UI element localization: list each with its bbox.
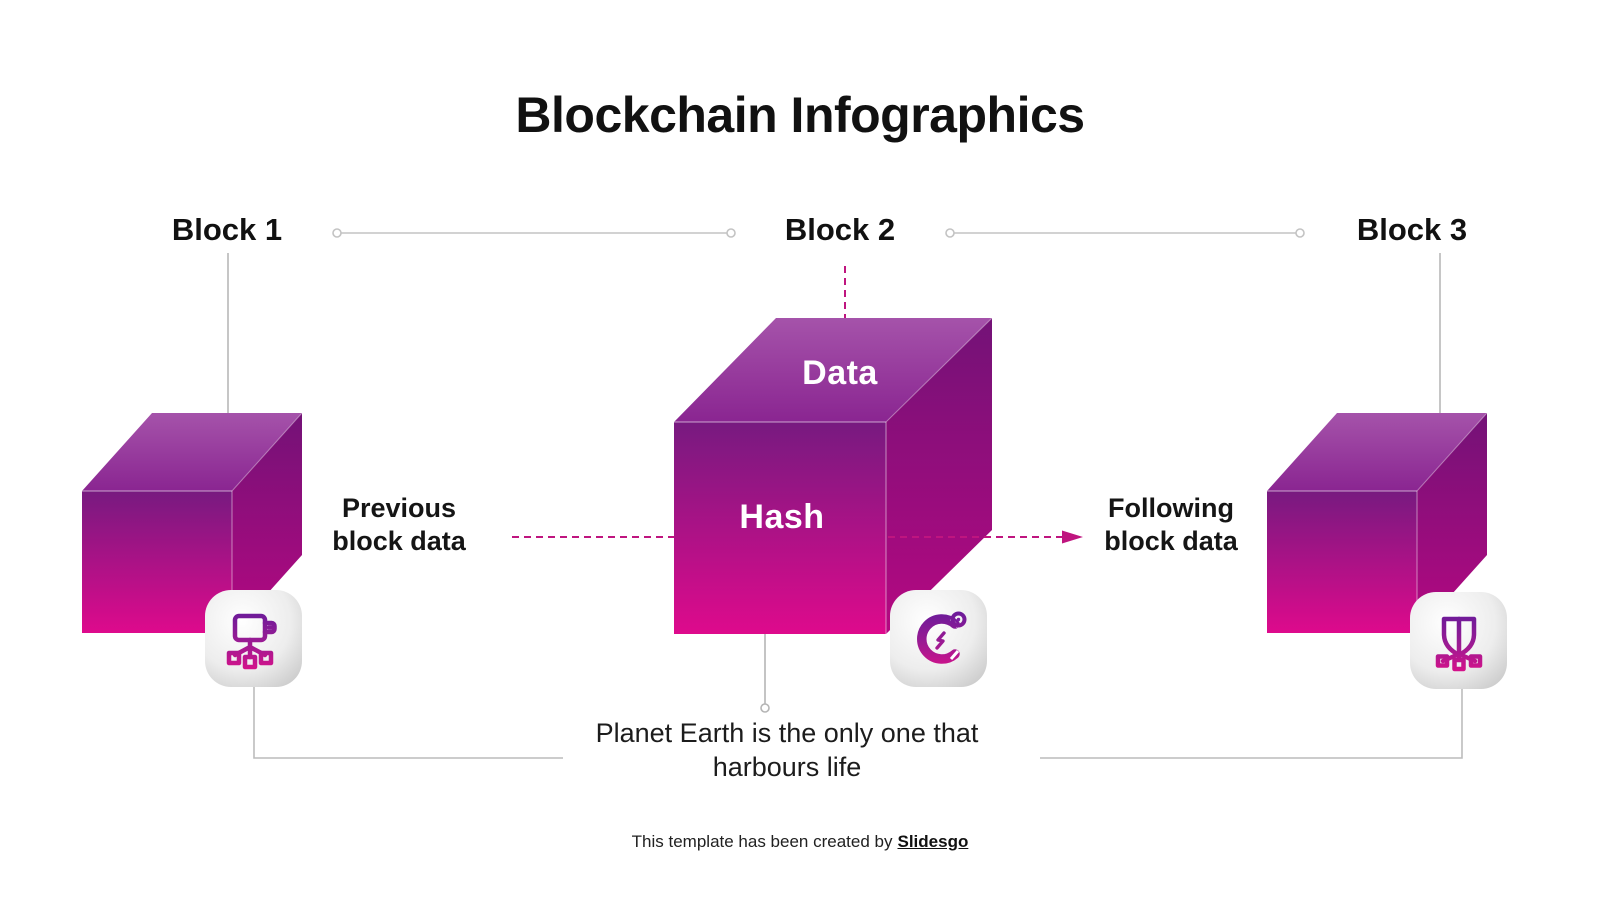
block1-icon-tile xyxy=(205,590,302,687)
block1-block2-connector xyxy=(332,228,736,238)
cube-hash-label: Hash xyxy=(739,498,825,536)
page-title: Blockchain Infographics xyxy=(515,87,1085,143)
previous-block-data-label: Previous block data xyxy=(332,493,466,556)
slidesgo-link[interactable]: Slidesgo xyxy=(897,832,969,851)
block2-label: Block 2 xyxy=(784,212,896,247)
caption-text: Planet Earth is the only one that harbou… xyxy=(595,718,979,782)
block3-icon-tile xyxy=(1410,592,1507,689)
wallet-network-icon xyxy=(226,613,277,669)
block1-cube xyxy=(82,413,302,633)
following-block-data-label: Following block data xyxy=(1104,493,1238,556)
magnet-coin-icon xyxy=(916,611,966,664)
cube-caption-connector xyxy=(760,633,770,713)
block3-cube xyxy=(1267,413,1487,633)
shield-network-icon xyxy=(1435,616,1482,671)
cube-data-label: Data xyxy=(802,354,878,392)
block2-block3-connector xyxy=(945,228,1305,238)
caption-left-connector xyxy=(253,687,563,759)
caption-right-connector xyxy=(1040,689,1463,759)
block3-label: Block 3 xyxy=(1356,212,1468,247)
footer-credit-text: This template has been created by xyxy=(631,832,893,851)
block1-label: Block 1 xyxy=(171,212,283,247)
block2-icon-tile xyxy=(890,590,987,687)
block2-cube xyxy=(674,318,992,634)
